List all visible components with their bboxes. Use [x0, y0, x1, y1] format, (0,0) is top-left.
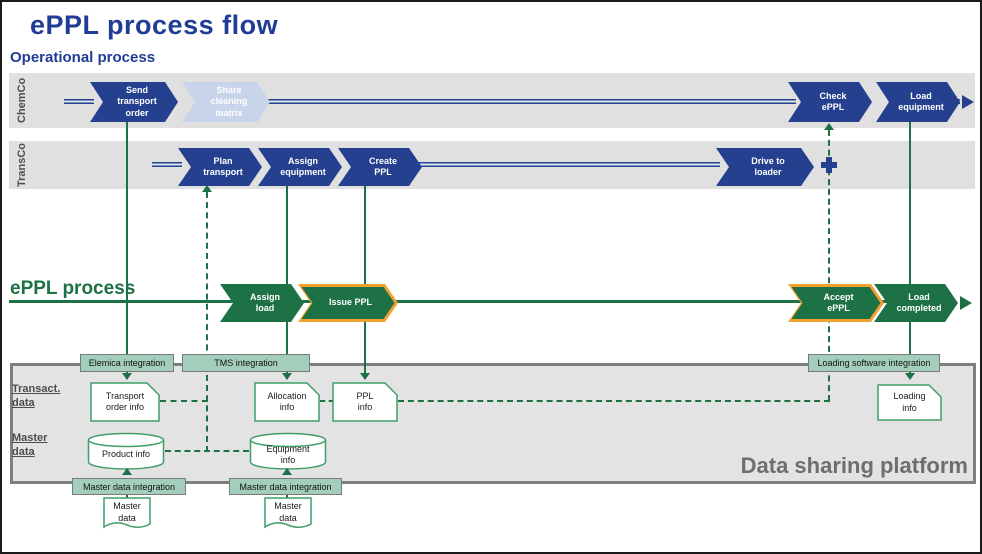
- line-send-order-to-elemica: [126, 122, 128, 374]
- dashed-link-product-equipment: [165, 450, 249, 452]
- step-accept-eppl: Accept ePPL: [788, 284, 884, 322]
- row-label-transactional-data: Transact. data: [12, 383, 61, 409]
- cylinder-product-info: Product info: [87, 432, 165, 471]
- step-assign-equipment: Assign equipment: [258, 148, 342, 186]
- merge-plus-icon: [821, 157, 837, 173]
- card-loading-info-label: Loading info: [893, 391, 926, 413]
- step-share-cleaning-matrix: Share cleaning matrix: [182, 82, 270, 122]
- row-label-master-data: Master data: [12, 432, 48, 458]
- card-allocation-info: Allocation info: [254, 382, 320, 422]
- card-ppl-info-label: PPL info: [356, 390, 374, 412]
- card-allocation-info-label: Allocation info: [267, 390, 307, 412]
- step-send-transport-order: Send transport order: [90, 82, 178, 122]
- lane-label-chemco: ChemCo: [16, 77, 28, 124]
- arrow-up-product-info-icon: [122, 468, 132, 475]
- data-sharing-platform-box: [10, 363, 976, 484]
- step-accept-eppl-label: Accept ePPL: [792, 287, 881, 319]
- eppl-process-heading: ePPL process: [10, 278, 136, 299]
- step-check-eppl: Check ePPL: [788, 82, 872, 122]
- document-master-data-2-label: Master data: [274, 501, 302, 523]
- eppl-flow-arrow-right-icon: [960, 296, 972, 310]
- arrow-down-ppl-info-icon: [360, 373, 370, 380]
- chemco-flow-line-start: [64, 99, 94, 104]
- dashed-line-master-to-plan-transport: [206, 192, 208, 452]
- cylinder-equipment-info-label: Equipment info: [266, 443, 310, 465]
- arrow-down-transport-info-icon: [122, 373, 132, 380]
- transco-flow-line: [416, 162, 720, 167]
- line-load-equipment-to-loading: [909, 122, 911, 374]
- dashed-line-ppl-info-to-check-eppl: [828, 130, 830, 401]
- step-issue-ppl-label: Issue PPL: [302, 287, 395, 319]
- card-loading-info: Loading info: [877, 384, 942, 421]
- eppl-flow-line: [9, 300, 953, 303]
- lane-label-transco: TransCo: [16, 143, 28, 188]
- integration-loading-software: Loading software integration: [808, 354, 940, 372]
- step-create-ppl: Create PPL: [338, 148, 422, 186]
- operational-process-heading: Operational process: [10, 49, 156, 66]
- document-master-data-1-label: Master data: [113, 501, 141, 523]
- step-load-equipment: Load equipment: [876, 82, 960, 122]
- arrow-down-allocation-info-icon: [282, 373, 292, 380]
- chemco-flow-arrow-right-icon: [962, 95, 974, 109]
- cylinder-equipment-info: Equipment info: [249, 432, 327, 471]
- step-drive-to-loader: Drive to loader: [716, 148, 814, 186]
- card-transport-order-info-label: Transport order info: [105, 390, 145, 412]
- integration-master-data-1: Master data integration: [72, 478, 186, 495]
- line-assign-equipment-to-allocation: [286, 184, 288, 374]
- arrow-up-equipment-info-icon: [282, 468, 292, 475]
- integration-elemica: Elemica integration: [80, 354, 174, 372]
- dashed-link-transport-info: [160, 400, 208, 402]
- step-assign-load: Assign load: [220, 284, 304, 322]
- document-master-data-1: Master data: [103, 497, 151, 534]
- dashed-link-allocation-ppl: [320, 400, 334, 402]
- arrow-up-plan-transport-icon: [202, 185, 212, 192]
- page-title: ePPL process flow: [30, 10, 279, 40]
- step-plan-transport: Plan transport: [178, 148, 262, 186]
- step-load-completed: Load completed: [874, 284, 958, 322]
- integration-tms: TMS integration: [182, 354, 310, 372]
- integration-master-data-2: Master data integration: [229, 478, 342, 495]
- cylinder-product-info-label: Product info: [101, 449, 151, 460]
- dashed-link-ppl-info-right: [398, 400, 830, 402]
- transco-flow-line-start: [152, 162, 182, 167]
- chemco-flow-line: [264, 99, 796, 104]
- line-create-ppl-to-ppl-info: [364, 184, 366, 374]
- step-issue-ppl: Issue PPL: [298, 284, 398, 322]
- arrow-up-check-eppl-icon: [824, 123, 834, 130]
- card-ppl-info: PPL info: [332, 382, 398, 422]
- arrow-down-loading-info-icon: [905, 373, 915, 380]
- document-master-data-2: Master data: [264, 497, 312, 534]
- card-transport-order-info: Transport order info: [90, 382, 160, 422]
- platform-title: Data sharing platform: [740, 453, 968, 478]
